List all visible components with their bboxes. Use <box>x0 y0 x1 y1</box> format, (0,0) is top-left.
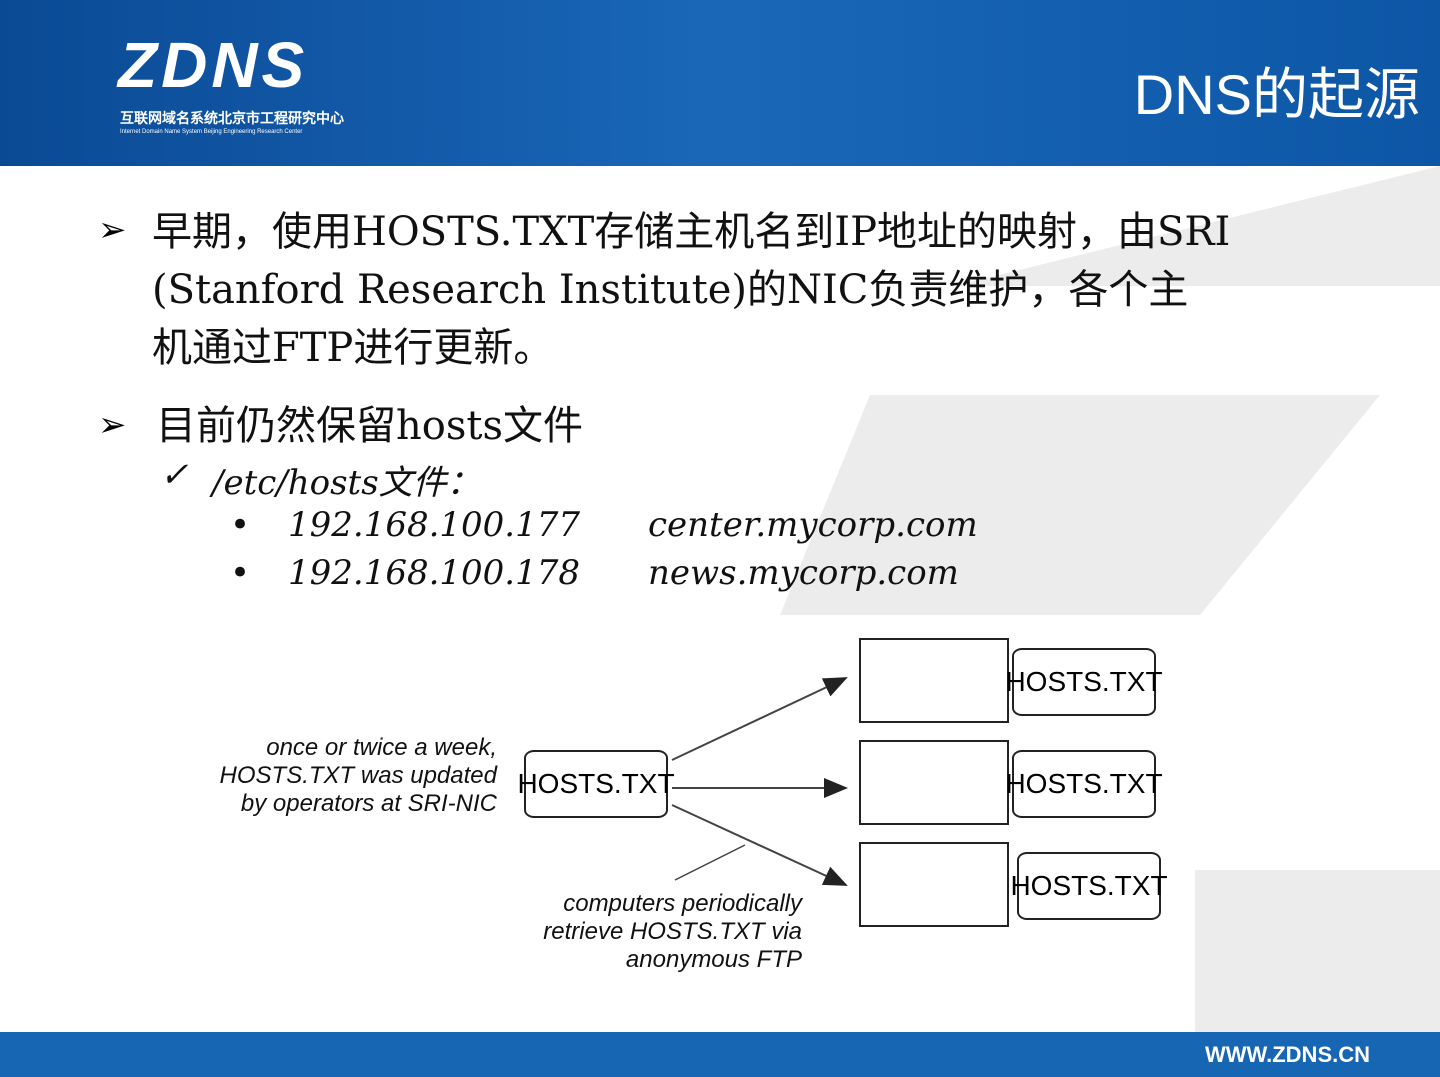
hosts-name: center.mycorp.com <box>648 505 978 545</box>
bullet-1: 早期，使用HOSTS.TXT存储主机名到IP地址的映射，由SRI (Stanfo… <box>152 203 1230 377</box>
hosts-name: news.mycorp.com <box>648 553 959 593</box>
left-caption: once or twice a week, HOSTS.TXT was upda… <box>205 734 497 818</box>
hosts-file-cylinder: HOSTS.TXT <box>1010 852 1168 920</box>
slide-title: DNS的起源 <box>1133 63 1420 126</box>
header-band: ZDNS 互联网域名系统北京市工程研究中心 Internet Domain Na… <box>0 0 1440 166</box>
logo-cn: 互联网域名系统北京市工程研究中心 <box>120 111 344 127</box>
hosts-ip: 192.168.100.177 <box>288 505 581 545</box>
hosts-file-cylinder: HOSTS.TXT <box>1005 648 1163 716</box>
computer-box <box>859 842 1009 927</box>
caption-line: anonymous FTP <box>625 946 802 973</box>
dot-icon: • <box>230 553 251 593</box>
footer-band: WWW.ZDNS.CN <box>0 1032 1440 1077</box>
bullet-2: 目前仍然保留hosts文件 <box>156 403 583 449</box>
computer-box <box>859 638 1009 723</box>
hosts-file-cylinder: HOSTS.TXT <box>1005 750 1163 818</box>
caption-line: retrieve HOSTS.TXT via <box>543 918 802 945</box>
hosts-ip: 192.168.100.178 <box>288 553 581 593</box>
caption-line: by operators at SRI-NIC <box>240 790 497 817</box>
bottom-caption: computers periodically retrieve HOSTS.TX… <box>510 890 802 974</box>
bullet-line: 机通过FTP进行更新。 <box>152 325 554 371</box>
logo: ZDNS <box>118 29 309 101</box>
logo-en: Internet Domain Name System Beijing Engi… <box>120 129 303 135</box>
arrow-bullet-icon: ➢ <box>98 405 127 445</box>
check-icon: ✓ <box>160 455 189 495</box>
dot-icon: • <box>230 505 251 545</box>
hosts-file-cylinder: HOSTS.TXT <box>517 750 675 818</box>
caption-line: HOSTS.TXT was updated <box>219 762 497 789</box>
bullet-line: (Stanford Research Institute)的NIC负责维护，各个… <box>152 267 1189 313</box>
sub-bullet: /etc/hosts文件： <box>212 463 481 503</box>
bullet-line: 早期，使用HOSTS.TXT存储主机名到IP地址的映射，由SRI <box>152 209 1231 255</box>
computer-box <box>859 740 1009 825</box>
footer-url: WWW.ZDNS.CN <box>1205 1042 1370 1067</box>
arrow-bullet-icon: ➢ <box>98 210 127 250</box>
caption-line: once or twice a week, <box>266 734 497 761</box>
background-shape <box>1195 870 1440 1032</box>
caption-line: computers periodically <box>563 890 802 917</box>
